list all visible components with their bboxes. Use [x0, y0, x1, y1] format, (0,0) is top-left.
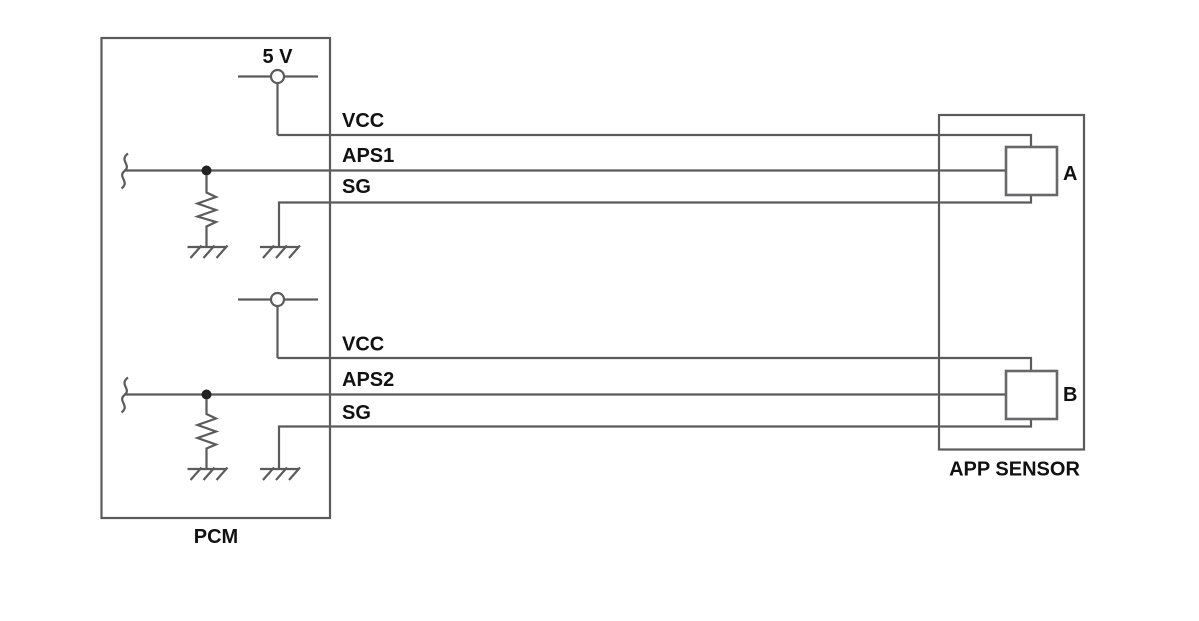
junction-dot-2 — [201, 389, 212, 400]
vcc2-label: VCC — [342, 334, 384, 356]
app-sensor-outline — [937, 113, 1086, 451]
junction-dot-1 — [201, 165, 212, 176]
pulldown-resistor-1-icon — [193, 175, 220, 246]
sg2-wire — [277, 418, 1033, 468]
wire-break-1-icon — [120, 152, 129, 190]
app-sensor-label: APP SENSOR — [949, 459, 1080, 481]
sg1-wire — [277, 194, 1033, 246]
pcm-label: PCM — [194, 526, 238, 548]
connector-b-label: B — [1063, 384, 1077, 406]
connector-b — [1004, 369, 1059, 421]
supply-terminal-2-icon — [269, 291, 286, 308]
connector-a-label: A — [1063, 163, 1077, 185]
aps2-label: APS2 — [342, 369, 394, 391]
pcm-outline — [100, 36, 332, 520]
five-volt-label: 5 V — [262, 46, 293, 68]
vcc1-label: VCC — [342, 110, 384, 132]
ground-1a-icon — [186, 244, 229, 260]
supply-terminal-1-icon — [269, 68, 286, 85]
vcc2-wire — [277, 356, 1033, 372]
wire-break-2-icon — [120, 376, 129, 414]
sg1-label: SG — [342, 176, 371, 198]
connector-a — [1004, 145, 1059, 197]
ground-1b-icon — [258, 244, 302, 260]
pulldown-resistor-2-icon — [194, 399, 220, 468]
aps1-label: APS1 — [342, 145, 394, 167]
vcc1-wire — [277, 133, 1033, 148]
sg2-label: SG — [342, 402, 371, 424]
ground-2a-icon — [186, 466, 229, 482]
ground-2b-icon — [258, 466, 302, 482]
